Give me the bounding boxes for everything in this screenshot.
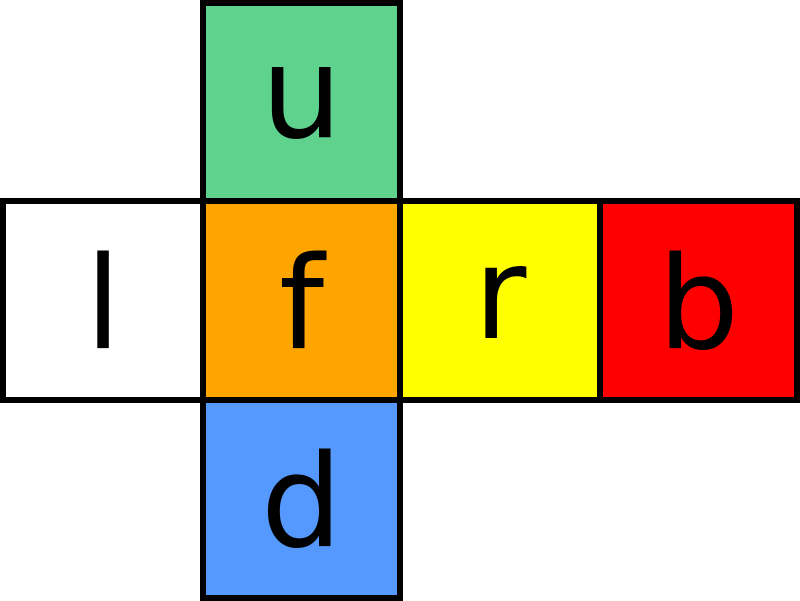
face-down: d xyxy=(200,397,403,601)
face-left-label: l xyxy=(85,229,121,379)
face-right: r xyxy=(397,198,603,403)
face-left: l xyxy=(0,198,206,403)
face-back-label: b xyxy=(657,229,740,379)
face-down-label: d xyxy=(260,428,343,577)
face-front-label: f xyxy=(278,229,325,379)
face-front: f xyxy=(200,198,403,403)
face-right-label: r xyxy=(473,219,527,369)
face-back: b xyxy=(597,198,800,403)
face-up-label: u xyxy=(260,19,343,168)
face-up: u xyxy=(200,0,403,204)
